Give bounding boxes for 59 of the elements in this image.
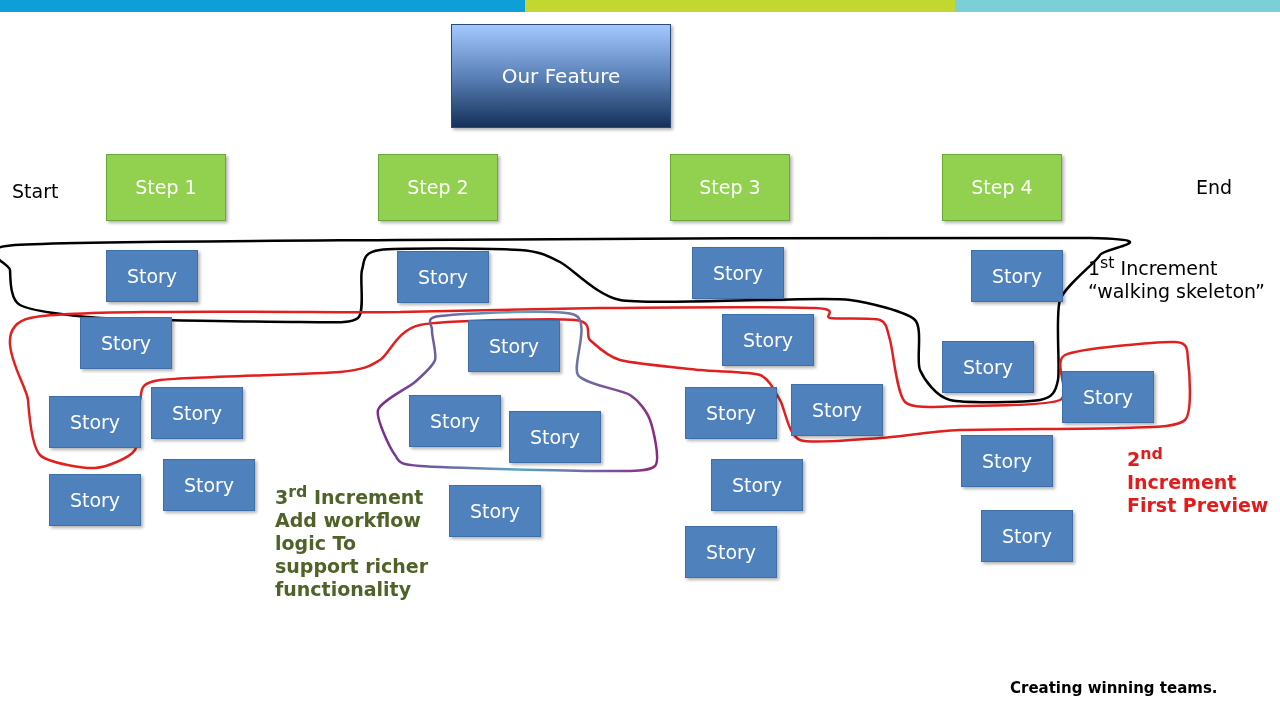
box-label: Story: [417, 266, 469, 288]
box-label: Story: [469, 500, 521, 522]
story-card: [692, 247, 784, 299]
box-label: Story: [991, 265, 1043, 287]
box-label: Story: [981, 450, 1033, 472]
box-label: Story: [705, 402, 757, 424]
story-card: [49, 396, 141, 448]
box-label: Story: [171, 402, 223, 424]
story-card: [80, 317, 172, 369]
box-label: Story: [731, 474, 783, 496]
step-box: [378, 153, 498, 221]
story-card: [468, 320, 560, 372]
box-label: Step 3: [699, 176, 761, 198]
box-label: Story: [429, 410, 481, 432]
story-card: [151, 387, 243, 439]
increment-note: 2$^{nd}$ Increment First Preview: [1127, 444, 1270, 517]
tagline: Creating winning teams.: [1010, 679, 1219, 697]
box-label: Step 4: [971, 176, 1033, 198]
box-label: Story: [183, 474, 235, 496]
story-card: [961, 435, 1053, 487]
step-box: [106, 153, 226, 221]
story-card: [981, 510, 1073, 562]
box-label: Story: [488, 335, 540, 357]
story-card: [163, 459, 255, 511]
end-label: End: [1196, 176, 1234, 199]
increment-note: 3$^{rd}$ Increment Add workflow logic To support richer functionality: [275, 482, 430, 601]
story-card: [722, 314, 814, 366]
story-card: [1062, 371, 1154, 423]
box-label: Story: [1001, 525, 1053, 547]
story-card: [942, 341, 1034, 393]
box-label: Story: [962, 356, 1014, 378]
step-box: [670, 153, 790, 221]
box-label: Our Feature: [501, 64, 621, 88]
story-card: [49, 474, 141, 526]
box-label: Story: [1082, 386, 1134, 408]
story-card: [106, 250, 198, 302]
box-label: Story: [69, 411, 121, 433]
story-card: [509, 411, 601, 463]
story-card: [971, 250, 1063, 302]
story-card: [409, 395, 501, 447]
step-box: [942, 153, 1062, 221]
box-label: Story: [712, 262, 764, 284]
box-label: Story: [705, 541, 757, 563]
story-card: [711, 459, 803, 511]
feature-box: [451, 24, 671, 128]
box-label: Story: [100, 332, 152, 354]
story-card: [397, 251, 489, 303]
box-label: Step 1: [135, 176, 197, 198]
story-card: [449, 485, 541, 537]
box-label: Story: [126, 265, 178, 287]
box-label: Story: [69, 489, 121, 511]
start-label: Start: [12, 180, 60, 203]
box-label: Story: [811, 399, 863, 421]
story-card: [685, 387, 777, 439]
box-label: Step 2: [407, 176, 469, 198]
box-label: Story: [529, 426, 581, 448]
story-card: [685, 526, 777, 578]
story-card: [791, 384, 883, 436]
box-label: Story: [742, 329, 794, 351]
